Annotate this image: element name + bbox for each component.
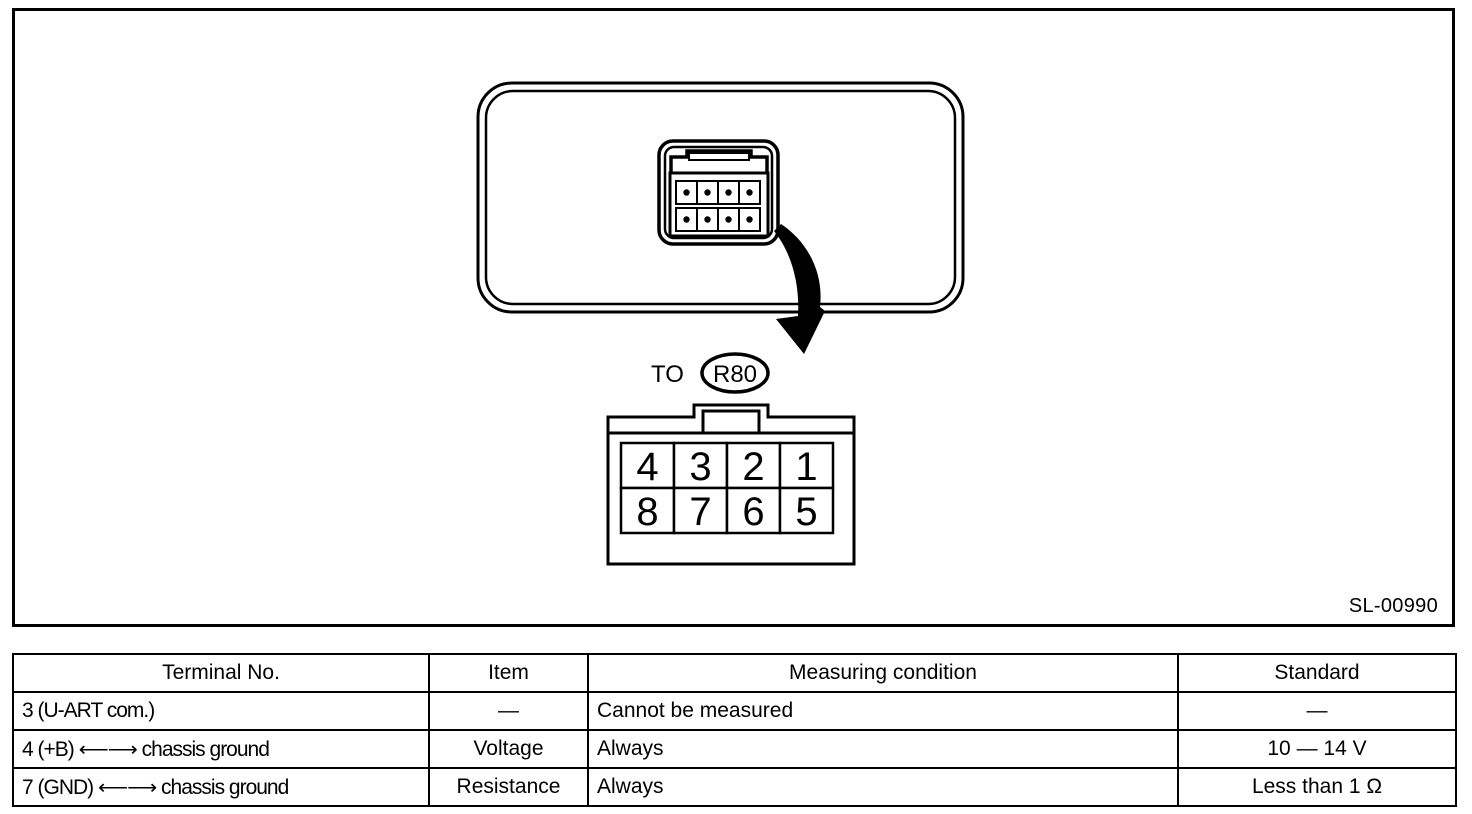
cell-standard: Less than 1 Ω (1177, 767, 1457, 807)
socket-pin-row-bottom (675, 207, 761, 232)
cell-item: — (428, 691, 589, 731)
pin-number: 5 (795, 490, 817, 534)
pin-numbering-connector: 4 3 2 1 8 7 6 5 (606, 403, 856, 566)
pin-number: 3 (689, 445, 711, 489)
table-row: 3 (U-ART com.) — Cannot be measured — (12, 691, 1457, 731)
cell-terminal: 4 (+B) ⟵⟶ chassis ground (12, 729, 430, 769)
pin-number-row-bottom: 8 7 6 5 (636, 490, 817, 534)
to-reference-label: TO R80 (651, 352, 770, 394)
to-text: TO (651, 361, 684, 388)
column-header-standard: Standard (1177, 653, 1457, 693)
cell-item: Resistance (428, 767, 589, 807)
pin-number-row-top: 4 3 2 1 (636, 445, 817, 489)
pin-cell-grid (619, 441, 835, 535)
pin-number: 2 (742, 445, 764, 489)
cell-terminal: 7 (GND) ⟵⟶ chassis ground (12, 767, 430, 807)
cell-condition: Always (587, 729, 1179, 769)
figure-code-label: SL-00990 (1348, 595, 1438, 617)
cell-terminal: 3 (U-ART com.) (12, 691, 430, 731)
pin-number: 4 (636, 445, 658, 489)
cell-condition: Always (587, 767, 1179, 807)
reference-ellipse (700, 352, 770, 394)
column-header-terminal: Terminal No. (12, 653, 430, 693)
pin-number: 6 (742, 490, 764, 534)
table-row: 7 (GND) ⟵⟶ chassis ground Resistance Alw… (12, 767, 1457, 807)
cell-standard: 10 — 14 V (1177, 729, 1457, 769)
housing-socket (657, 139, 780, 246)
pin-number: 8 (636, 490, 658, 534)
terminal-spec-table: Terminal No. Item Measuring condition St… (12, 653, 1457, 807)
column-header-condition: Measuring condition (587, 653, 1179, 693)
figure-panel: TO R80 (12, 8, 1455, 627)
pin-number: 7 (689, 490, 711, 534)
callout-arrow (774, 224, 825, 354)
socket-pin-row-top (675, 180, 761, 205)
cell-item: Voltage (428, 729, 589, 769)
table-header-row: Terminal No. Item Measuring condition St… (12, 653, 1457, 693)
cell-standard: — (1177, 691, 1457, 731)
column-header-item: Item (428, 653, 589, 693)
connector-diagram: TO R80 (476, 81, 965, 566)
cell-condition: Cannot be measured (587, 691, 1179, 731)
table-body: 3 (U-ART com.) — Cannot be measured — 4 … (12, 691, 1457, 807)
table-row: 4 (+B) ⟵⟶ chassis ground Voltage Always … (12, 729, 1457, 769)
reference-code-text: R80 (713, 361, 757, 388)
pin-number: 1 (795, 445, 817, 489)
